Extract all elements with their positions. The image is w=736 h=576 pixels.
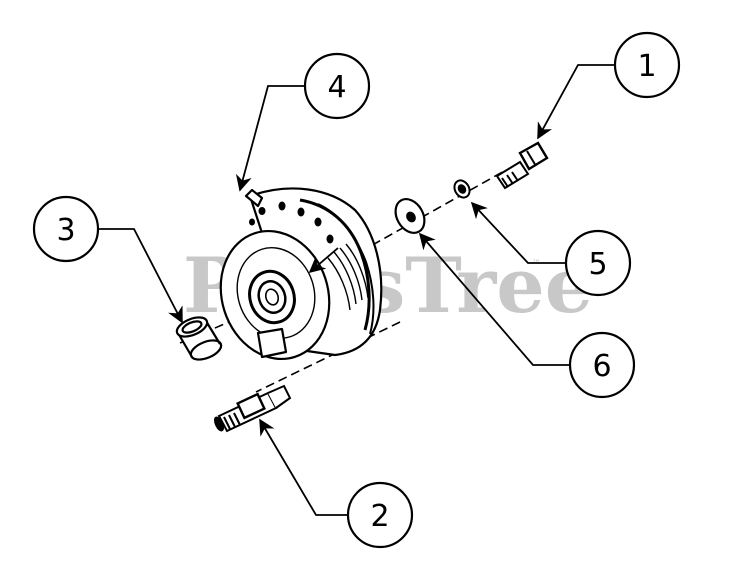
callout-5-label: 5 <box>588 247 607 282</box>
axis-line-right <box>359 169 507 253</box>
callout-1[interactable]: 1 <box>613 31 681 99</box>
callout-6[interactable]: 6 <box>568 331 636 399</box>
callouts: 1 2 3 4 5 6 <box>32 31 681 549</box>
leader-5 <box>470 201 566 264</box>
leader-3 <box>98 228 183 324</box>
leader-2 <box>259 418 348 516</box>
axis-line-lower <box>255 321 401 393</box>
callout-3[interactable]: 3 <box>32 195 100 263</box>
callout-2-circle[interactable] <box>346 481 414 549</box>
rim-holes <box>249 201 334 244</box>
callout-1-circle[interactable] <box>613 31 681 99</box>
callout-3-circle[interactable] <box>32 195 100 263</box>
connector-tab <box>256 327 288 359</box>
callout-5-circle[interactable] <box>564 229 632 297</box>
part-1-bolt <box>495 141 549 190</box>
leader-lines <box>98 64 615 516</box>
clutch-assembly <box>219 187 383 361</box>
callout-3-label: 3 <box>56 213 75 248</box>
part-6-washer <box>394 198 426 234</box>
callout-1-label: 1 <box>637 49 656 84</box>
coil-hatching <box>327 243 369 311</box>
leader-clutch-pointer <box>308 247 339 274</box>
callout-6-circle[interactable] <box>568 331 636 399</box>
leader-1 <box>537 64 615 140</box>
callout-2[interactable]: 2 <box>346 481 414 549</box>
part-3-spacer <box>175 316 223 361</box>
callout-6-label: 6 <box>592 349 611 384</box>
leader-4 <box>235 85 305 192</box>
callout-4-label: 4 <box>327 70 346 105</box>
callout-4-circle[interactable] <box>303 52 371 120</box>
watermark-tm: ™ <box>532 259 541 269</box>
part-5-lock-washer <box>453 179 471 199</box>
callout-2-label: 2 <box>370 499 389 534</box>
part-2-stud <box>213 384 292 433</box>
leader-6 <box>418 232 570 366</box>
callout-4[interactable]: 4 <box>303 52 371 120</box>
callout-5[interactable]: 5 <box>564 229 632 297</box>
